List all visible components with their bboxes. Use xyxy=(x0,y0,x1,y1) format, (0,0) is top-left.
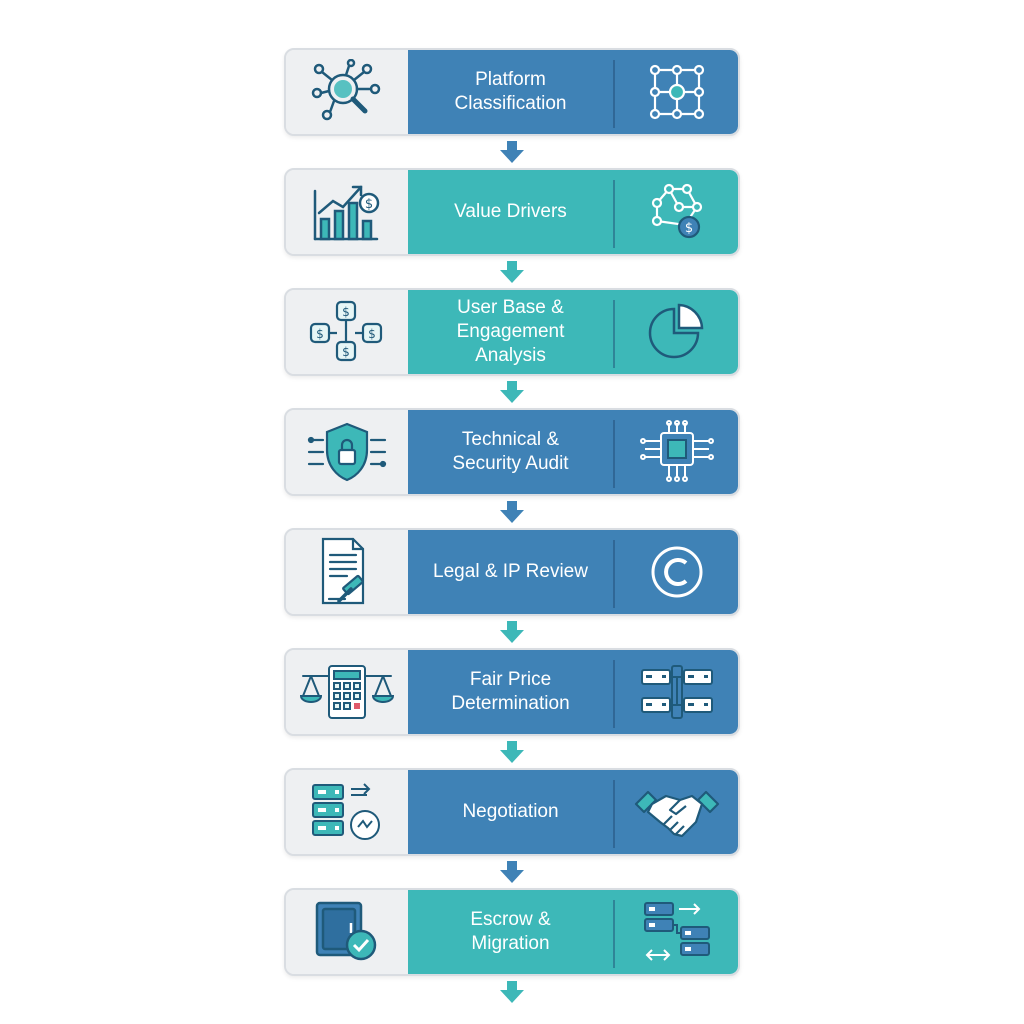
step-value-drivers: $ Value Drivers $ xyxy=(284,168,740,256)
step-label: Platform Classification xyxy=(454,69,567,114)
dollar-flow-icon: $ $ $ $ xyxy=(286,290,408,374)
step-fair-price-determination: Fair Price Determination xyxy=(284,648,740,736)
step-panel: Fair Price Determination xyxy=(408,650,738,734)
server-transfer-icon xyxy=(286,770,408,854)
svg-text:$: $ xyxy=(368,327,376,341)
divider xyxy=(613,540,615,608)
step-panel: Value Drivers $ xyxy=(408,170,738,254)
divider xyxy=(613,60,615,128)
svg-text:$: $ xyxy=(684,221,692,236)
step-technical-security-audit: Technical & Security Audit xyxy=(284,408,740,496)
step-panel: Technical & Security Audit xyxy=(408,410,738,494)
svg-text:$: $ xyxy=(365,197,373,212)
svg-text:$: $ xyxy=(316,327,324,341)
step-label: Fair Price Determination xyxy=(451,669,570,714)
microchip-icon xyxy=(615,410,738,494)
safe-check-icon xyxy=(286,890,408,974)
pie-chart-icon xyxy=(615,290,738,374)
hexagon-network-dollar-icon: $ xyxy=(615,170,738,254)
down-arrow-icon xyxy=(284,736,740,768)
document-gavel-icon xyxy=(286,530,408,614)
svg-text:$: $ xyxy=(342,345,350,359)
down-arrow-icon xyxy=(284,496,740,528)
handshake-icon xyxy=(615,770,738,854)
step-label: Legal & IP Review xyxy=(433,561,588,582)
divider xyxy=(613,420,615,488)
process-flow: Platform Classification xyxy=(284,48,740,1008)
step-platform-classification: Platform Classification xyxy=(284,48,740,136)
step-panel: Legal & IP Review xyxy=(408,530,738,614)
magnifier-network-icon xyxy=(286,50,408,134)
step-panel: User Base & Engagement Analysis xyxy=(408,290,738,374)
shield-lock-icon xyxy=(286,410,408,494)
step-user-base-engagement: $ $ $ $ User Base & Engagement Analysis xyxy=(284,288,740,376)
divider xyxy=(613,300,615,368)
server-blocks-icon xyxy=(615,650,738,734)
divider xyxy=(613,900,615,968)
down-arrow-icon xyxy=(284,136,740,168)
svg-text:$: $ xyxy=(342,305,350,319)
down-arrow-icon xyxy=(284,616,740,648)
step-panel: Negotiation xyxy=(408,770,738,854)
divider xyxy=(613,780,615,848)
server-migration-icon xyxy=(615,890,738,974)
growth-chart-dollar-icon: $ xyxy=(286,170,408,254)
step-label: User Base & Engagement Analysis xyxy=(456,297,565,366)
down-arrow-icon xyxy=(284,256,740,288)
step-panel: Escrow & Migration xyxy=(408,890,738,974)
step-escrow-migration: Escrow & Migration xyxy=(284,888,740,976)
step-label: Value Drivers xyxy=(454,201,567,222)
step-negotiation: Negotiation xyxy=(284,768,740,856)
step-label: Technical & Security Audit xyxy=(452,429,569,474)
down-arrow-icon xyxy=(284,976,740,1008)
step-panel: Platform Classification xyxy=(408,50,738,134)
step-legal-ip-review: Legal & IP Review xyxy=(284,528,740,616)
down-arrow-icon xyxy=(284,856,740,888)
node-grid-icon xyxy=(615,50,738,134)
scales-calculator-icon xyxy=(286,650,408,734)
copyright-icon xyxy=(615,530,738,614)
divider xyxy=(613,180,615,248)
step-label: Escrow & Migration xyxy=(470,909,551,954)
step-label: Negotiation xyxy=(462,801,559,822)
divider xyxy=(613,660,615,728)
down-arrow-icon xyxy=(284,376,740,408)
